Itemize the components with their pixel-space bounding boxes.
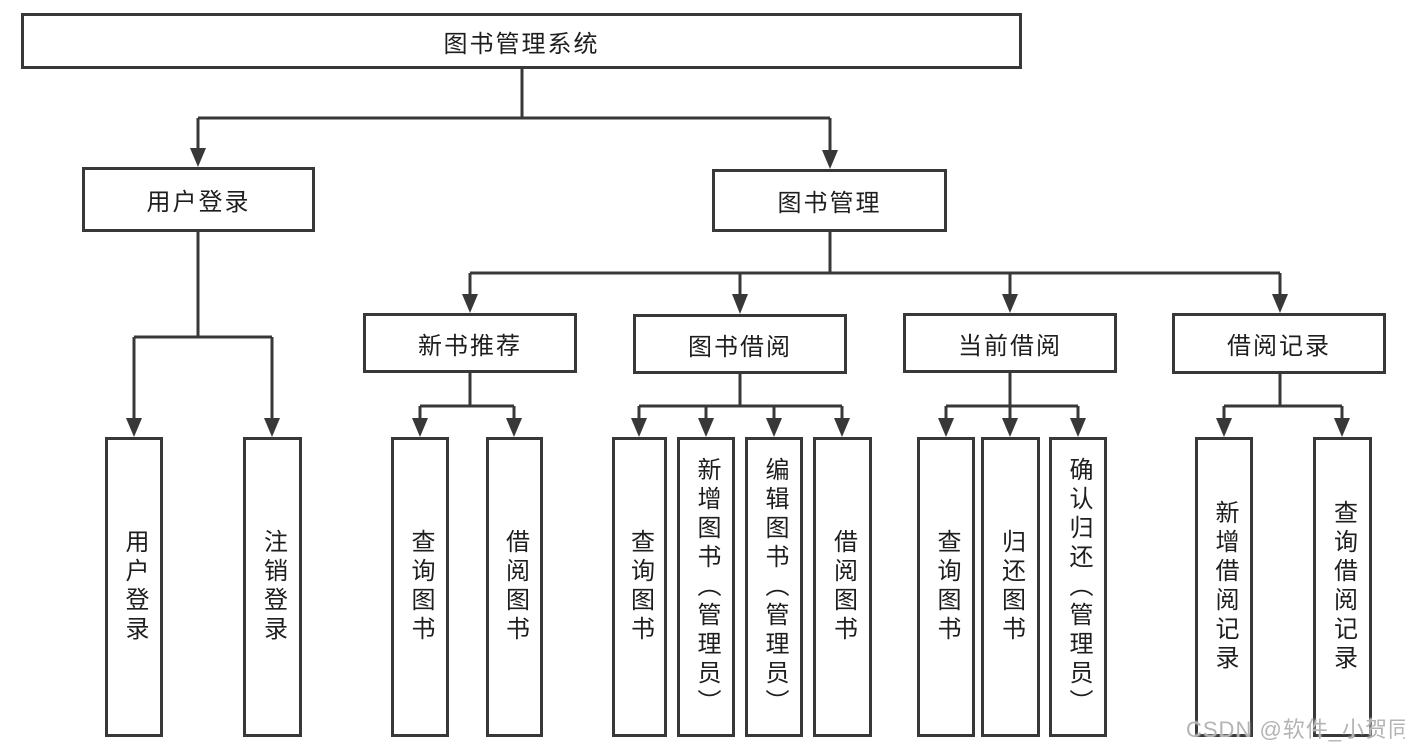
node-label: 当前借阅 (958, 332, 1062, 360)
node-label: 新书推荐 (418, 332, 522, 360)
node-current-borrowing: 当前借阅 (903, 313, 1117, 373)
node-label: 图书管理 (777, 190, 882, 217)
arrow-down-icon (1002, 294, 1018, 313)
arrow-down-icon (1070, 418, 1086, 437)
node-label: 用户登录 (146, 189, 251, 216)
node-new-book-recommendation: 新书推荐 (363, 313, 577, 373)
node-label: 借阅图书 (501, 529, 529, 645)
node-label: 用户登录 (121, 529, 148, 645)
arrow-down-icon (264, 418, 280, 437)
leaf-borrow-books-recommend: 借阅图书 (486, 437, 543, 737)
leaf-query-borrow-record: 查询借阅记录 (1313, 437, 1372, 737)
arrow-down-icon (732, 294, 748, 314)
node-label: 新增图书（管理员） (693, 456, 720, 718)
node-label: 注销登录 (259, 529, 287, 645)
node-label: 归还图书 (997, 529, 1025, 645)
node-borrowing-records: 借阅记录 (1172, 313, 1386, 374)
node-book-borrowing: 图书借阅 (633, 314, 847, 374)
arrow-down-icon (1334, 418, 1350, 437)
node-label: 查询图书 (933, 529, 960, 645)
leaf-confirm-return-admin: 确认归还（管理员） (1049, 437, 1107, 737)
leaf-query-books-recommend: 查询图书 (391, 437, 449, 737)
node-label: 查询图书 (626, 529, 654, 645)
node-label: 编辑图书（管理员） (761, 456, 788, 718)
node-label: 新增借阅记录 (1211, 500, 1238, 674)
leaf-edit-book-admin: 编辑图书（管理员） (745, 437, 803, 737)
arrow-down-icon (822, 150, 838, 169)
node-label: 查询图书 (407, 529, 434, 645)
leaf-user-login: 用户登录 (105, 437, 163, 737)
arrow-down-icon (766, 418, 782, 437)
arrow-down-icon (631, 418, 647, 437)
arrow-down-icon (412, 418, 428, 437)
node-label: 借阅记录 (1227, 333, 1331, 360)
arrow-down-icon (190, 148, 206, 167)
leaf-logout: 注销登录 (243, 437, 302, 737)
arrow-down-icon (462, 294, 478, 313)
csdn-watermark: CSDN @软件_小贺同学 (1186, 717, 1405, 742)
leaf-return-books: 归还图书 (981, 437, 1040, 737)
node-label: 图书管理系统 (443, 30, 600, 58)
node-label: 借阅图书 (829, 529, 857, 645)
leaf-borrow-books: 借阅图书 (813, 437, 872, 737)
node-label: 确认归还（管理员） (1065, 456, 1092, 718)
arrow-down-icon (1216, 418, 1232, 437)
arrow-down-icon (1002, 418, 1018, 437)
arrow-down-icon (1272, 294, 1288, 313)
arrow-down-icon (506, 418, 522, 437)
leaf-query-books-current: 查询图书 (917, 437, 975, 737)
node-user-login-branch: 用户登录 (82, 167, 315, 232)
node-label: 查询借阅记录 (1329, 500, 1357, 674)
node-book-management: 图书管理 (712, 169, 947, 232)
arrow-down-icon (126, 418, 142, 437)
leaf-add-borrow-record: 新增借阅记录 (1195, 437, 1253, 737)
leaf-add-book-admin: 新增图书（管理员） (677, 437, 735, 737)
arrow-down-icon (938, 418, 954, 437)
arrow-down-icon (834, 418, 850, 437)
node-label: 图书借阅 (688, 333, 792, 361)
node-library-system: 图书管理系统 (21, 13, 1022, 69)
arrow-down-icon (698, 418, 714, 437)
leaf-query-books-borrow: 查询图书 (612, 437, 667, 737)
